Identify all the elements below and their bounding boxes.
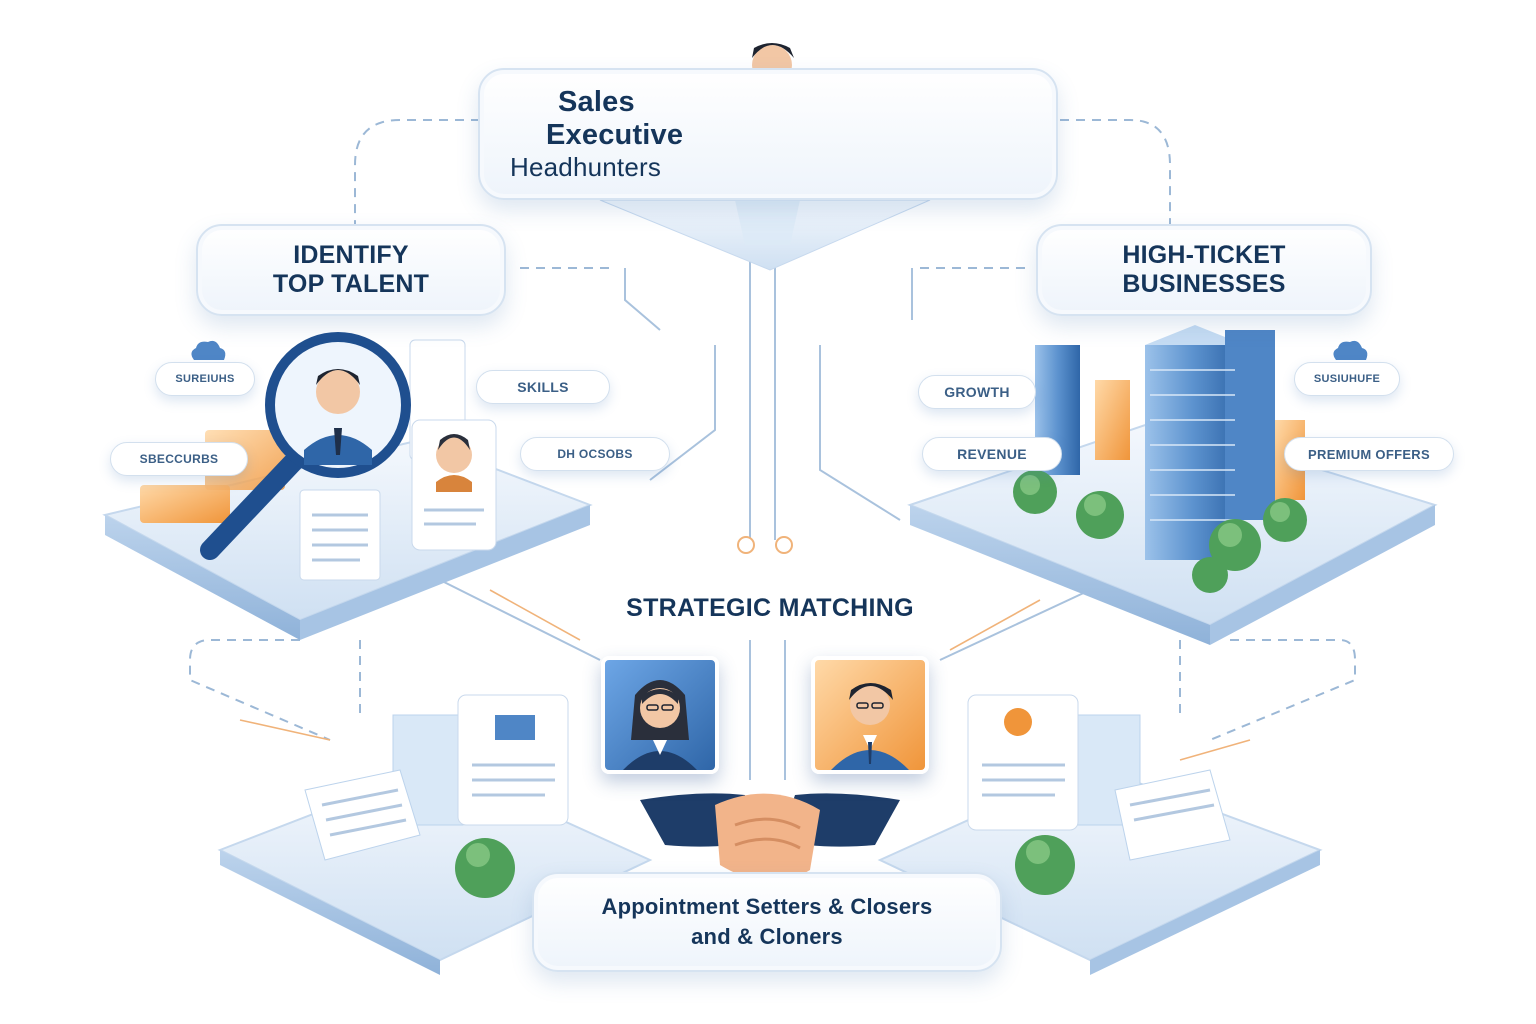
cloud-icon (188, 338, 228, 364)
handshake-icon (640, 793, 900, 881)
title-line-2: Executive (546, 119, 683, 152)
chip-sureiuhs: SUREIUHS (155, 362, 255, 396)
high-ticket-line-1: HIGH-TICKET (1122, 241, 1285, 270)
identify-line-1: IDENTIFY (293, 241, 409, 270)
strategic-matching-label: STRATEGIC MATCHING (560, 594, 980, 623)
bottom-line-1: Appointment Setters & Closers (602, 894, 933, 920)
chip-premium-offers: PREMIUM OFFERS (1284, 437, 1454, 471)
cloud-icon (1330, 338, 1370, 364)
chip-dh-ocsobs: DH OCSOBS (520, 437, 670, 471)
title-line-3: Headhunters (510, 152, 661, 183)
man-portrait (811, 656, 929, 774)
chip-growth: GROWTH (918, 375, 1036, 409)
chip-revenue: REVENUE (922, 437, 1062, 471)
title-pedestal (600, 200, 930, 270)
identify-talent-box: IDENTIFY TOP TALENT (196, 224, 506, 316)
identify-line-2: TOP TALENT (273, 270, 429, 299)
high-ticket-line-2: BUSINESSES (1122, 270, 1285, 299)
title-box: Sales Executive Headhunters (478, 68, 1058, 200)
bottom-line-2: and & Cloners (691, 924, 843, 950)
chip-skills: SKILLS (476, 370, 610, 404)
woman-portrait (601, 656, 719, 774)
chip-susiuhufe: SUSIUHUFE (1294, 362, 1400, 396)
high-ticket-box: HIGH-TICKET BUSINESSES (1036, 224, 1372, 316)
appointment-setters-box: Appointment Setters & Closers and & Clon… (532, 872, 1002, 972)
title-line-1: Sales (558, 86, 635, 119)
chip-sbeccurbs: SBECCURBS (110, 442, 248, 476)
